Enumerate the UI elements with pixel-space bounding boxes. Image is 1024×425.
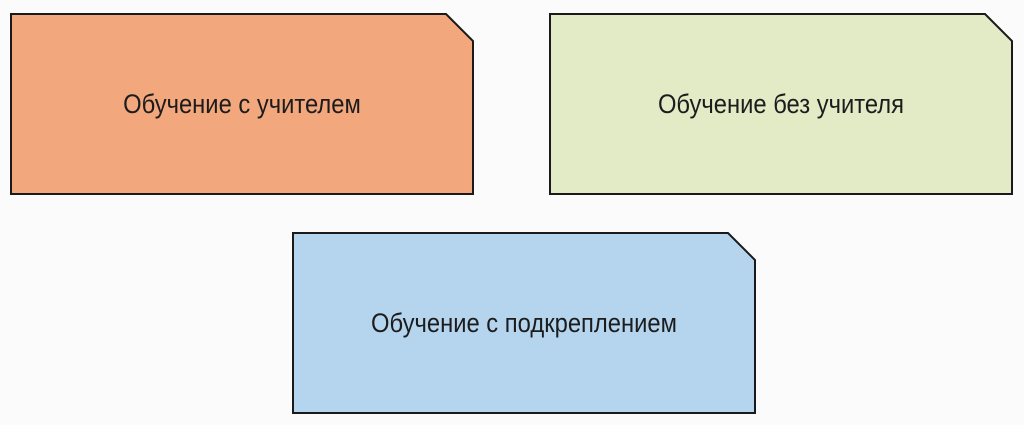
card-shape-polygon — [292, 232, 756, 414]
card-label: Обучение без учителя — [657, 88, 905, 119]
card-reinforcement-learning: Обучение с подкреплением — [292, 232, 756, 414]
card-shape — [292, 232, 756, 414]
card-shape-polygon — [10, 13, 474, 195]
card-shape-polygon — [549, 13, 1013, 195]
card-supervised-learning: Обучение с учителем — [10, 13, 474, 195]
card-label: Обучение с подкреплением — [371, 307, 677, 338]
card-label: Обучение с учителем — [123, 88, 361, 119]
card-shape — [549, 13, 1013, 195]
card-unsupervised-learning: Обучение без учителя — [549, 13, 1013, 195]
card-shape — [10, 13, 474, 195]
